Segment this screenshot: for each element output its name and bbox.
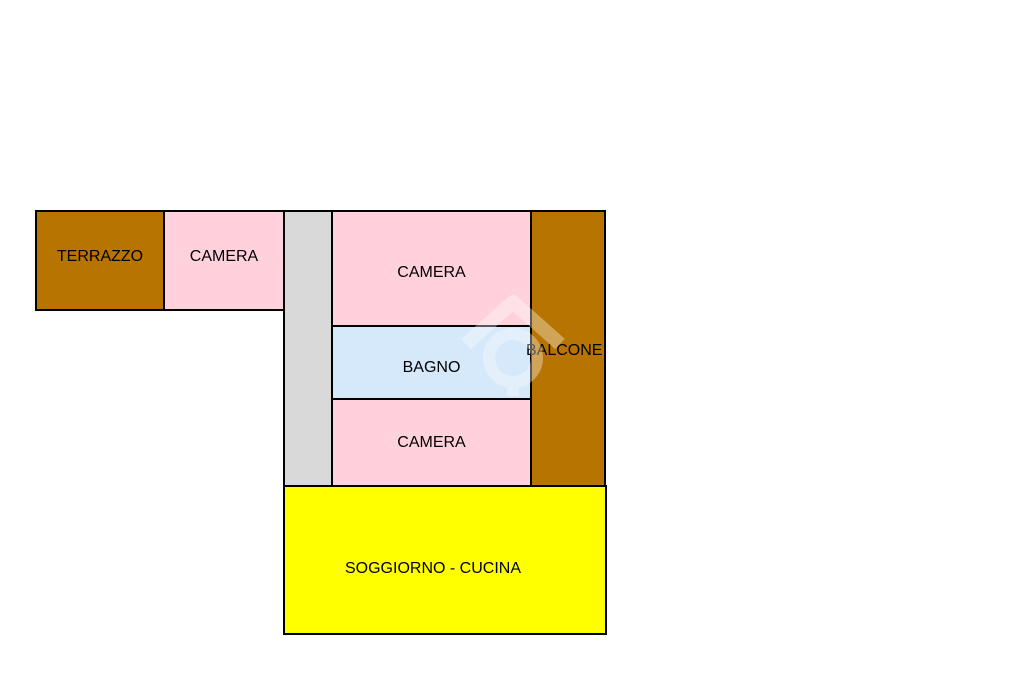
room-balcone: BALCONE (526, 210, 606, 487)
room-label-bagno: BAGNO (402, 358, 461, 376)
room-bagno: BAGNO (331, 325, 532, 400)
room-camera-1: CAMERA (163, 210, 285, 311)
room-label-balcone: BALCONE (526, 342, 603, 359)
room-label-terrazzo: TERRAZZO (56, 247, 144, 265)
room-camera-2: CAMERA (331, 210, 532, 327)
room-label-camera-2: CAMERA (397, 263, 466, 281)
room-corridoio (283, 210, 333, 487)
room-terrazzo: TERRAZZO (35, 210, 165, 311)
room-label-camera-1: CAMERA (189, 247, 259, 265)
room-label-soggiorno-cucina: SOGGIORNO - CUCINA (344, 560, 521, 577)
room-label-camera-3: CAMERA (397, 433, 466, 451)
room-soggiorno-cucina: SOGGIORNO - CUCINA (283, 485, 607, 635)
room-camera-3: CAMERA (331, 398, 532, 487)
